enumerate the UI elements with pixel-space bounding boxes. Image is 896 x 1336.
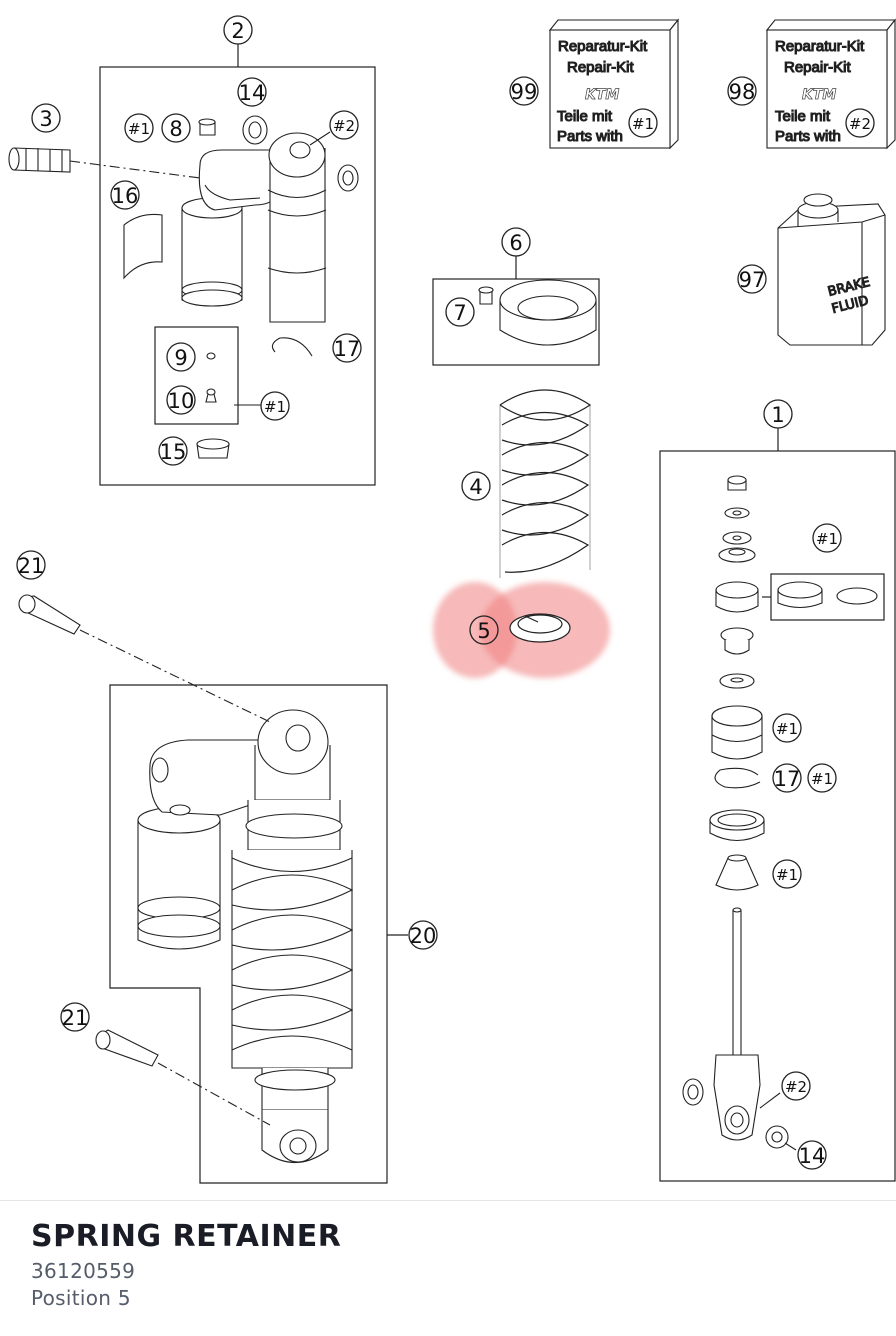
svg-text:17: 17 xyxy=(774,767,801,791)
svg-text:Teile mit: Teile mit xyxy=(557,108,613,125)
callout-21-top[interactable]: 21 xyxy=(16,550,46,580)
callout-97[interactable]: 97 xyxy=(737,264,767,294)
svg-text:14: 14 xyxy=(799,1144,826,1168)
part-title: SPRING RETAINER xyxy=(31,1219,342,1254)
small-parts-group-2 xyxy=(196,337,313,459)
svg-text:21: 21 xyxy=(18,554,45,578)
callout-9[interactable]: 9 xyxy=(166,342,196,372)
brake-fluid-can-97: BRAKE FLUID xyxy=(777,193,886,346)
svg-text:99: 99 xyxy=(511,80,538,104)
part-number: 36120559 xyxy=(31,1259,136,1283)
svg-text:6: 6 xyxy=(509,231,522,255)
svg-text:#2: #2 xyxy=(785,1078,807,1096)
bolt-part-21-top xyxy=(18,594,271,723)
callout-14-top[interactable]: 14 xyxy=(237,77,267,107)
callout-leaders xyxy=(234,131,797,1151)
callout-99[interactable]: 99 xyxy=(509,76,539,106)
svg-text:5: 5 xyxy=(477,619,490,643)
svg-text:2: 2 xyxy=(231,19,244,43)
callout-1[interactable]: 1 xyxy=(763,399,793,429)
repair-kit-box-98: Reparatur-Kit Repair-Kit KTM Teile mit P… xyxy=(765,18,896,150)
shock-reservoir-drawing xyxy=(181,115,359,323)
callout-14-right[interactable]: 14 xyxy=(797,1140,827,1170)
svg-text:#2: #2 xyxy=(333,117,355,135)
svg-text:98: 98 xyxy=(729,80,756,104)
spring-retainer-part-5 xyxy=(509,613,571,643)
group-6-box xyxy=(432,256,600,366)
callout-7[interactable]: 7 xyxy=(445,297,475,327)
svg-text:#1: #1 xyxy=(816,530,838,548)
callout-hash1-circlip[interactable]: #1 xyxy=(807,763,837,793)
group-1-box xyxy=(659,428,896,1182)
bushing-rings-#1 xyxy=(777,581,878,609)
svg-text:10: 10 xyxy=(168,389,195,413)
callout-21-bottom[interactable]: 21 xyxy=(60,1002,90,1032)
svg-text:1: 1 xyxy=(771,403,784,427)
svg-text:#1: #1 xyxy=(128,120,150,138)
svg-text:KTM: KTM xyxy=(585,87,619,103)
callout-17-right[interactable]: 17 xyxy=(772,763,802,793)
svg-text:9: 9 xyxy=(174,346,187,370)
svg-text:7: 7 xyxy=(453,301,466,325)
callout-hash2-top[interactable]: #2 xyxy=(329,110,359,140)
svg-text:KTM: KTM xyxy=(802,87,836,103)
svg-text:Repair-Kit: Repair-Kit xyxy=(784,59,852,76)
adjuster-part-3 xyxy=(8,147,201,179)
svg-text:4: 4 xyxy=(469,475,482,499)
svg-text:Repair-Kit: Repair-Kit xyxy=(567,59,635,76)
svg-text:#1: #1 xyxy=(776,866,798,884)
svg-text:14: 14 xyxy=(239,81,266,105)
svg-text:Reparatur-Kit: Reparatur-Kit xyxy=(558,38,648,55)
callout-3[interactable]: 3 xyxy=(31,103,61,133)
svg-text:Parts with: Parts with xyxy=(557,128,623,145)
svg-text:15: 15 xyxy=(160,440,187,464)
group-2-box xyxy=(99,44,376,486)
svg-text:Teile mit: Teile mit xyxy=(775,108,831,125)
svg-text:#2: #2 xyxy=(849,115,871,133)
svg-text:16: 16 xyxy=(112,184,139,208)
assembled-shock-drawing xyxy=(137,709,354,1163)
svg-text:#1: #1 xyxy=(632,115,654,133)
callout-8[interactable]: 8 xyxy=(161,113,191,143)
sticker-part-16 xyxy=(123,213,163,280)
callout-hash2-kit[interactable]: #2 xyxy=(845,108,875,138)
callout-6[interactable]: 6 xyxy=(501,227,531,257)
adjusting-nut-part-6 xyxy=(478,279,597,346)
callout-5[interactable]: 5 xyxy=(469,615,499,645)
part-info-panel: SPRING RETAINER 36120559 Position 5 xyxy=(0,1200,896,1336)
svg-text:#1: #1 xyxy=(776,720,798,738)
svg-text:97: 97 xyxy=(739,268,766,292)
callout-hash1-group2[interactable]: #1 xyxy=(260,391,290,421)
svg-text:Reparatur-Kit: Reparatur-Kit xyxy=(775,38,865,55)
callout-hash1-top[interactable]: #1 xyxy=(124,113,154,143)
callout-17-top[interactable]: 17 xyxy=(332,333,362,363)
callout-10[interactable]: 10 xyxy=(166,385,196,415)
exploded-parts-diagram: Reparatur-Kit Repair-Kit KTM Teile mit P… xyxy=(8,15,896,1184)
svg-text:#1: #1 xyxy=(811,770,833,788)
callout-hash1-piston[interactable]: #1 xyxy=(772,713,802,743)
svg-text:Parts with: Parts with xyxy=(775,128,841,145)
group-20-box xyxy=(109,684,408,1184)
callout-4[interactable]: 4 xyxy=(461,471,491,501)
svg-text:3: 3 xyxy=(39,107,52,131)
spring-part-4 xyxy=(499,389,592,578)
callout-98[interactable]: 98 xyxy=(727,76,757,106)
part-position: Position 5 xyxy=(31,1286,131,1310)
callout-16[interactable]: 16 xyxy=(110,180,140,210)
svg-text:21: 21 xyxy=(62,1006,89,1030)
svg-text:8: 8 xyxy=(169,117,182,141)
callout-hash2-eye[interactable]: #2 xyxy=(781,1071,811,1101)
repair-kit-box-99: Reparatur-Kit Repair-Kit KTM Teile mit P… xyxy=(548,18,680,150)
svg-text:20: 20 xyxy=(410,924,437,948)
callout-hash1-bumper[interactable]: #1 xyxy=(772,859,802,889)
callout-hash1-bushing[interactable]: #1 xyxy=(812,523,842,553)
bolt-part-21-bottom xyxy=(95,1029,271,1126)
svg-text:17: 17 xyxy=(334,337,361,361)
svg-text:#1: #1 xyxy=(264,398,286,416)
callout-20[interactable]: 20 xyxy=(408,920,438,950)
callout-hash1-kit[interactable]: #1 xyxy=(628,108,658,138)
damper-stack-parts xyxy=(682,475,789,1149)
callout-15[interactable]: 15 xyxy=(158,436,188,466)
callout-2[interactable]: 2 xyxy=(223,15,253,45)
